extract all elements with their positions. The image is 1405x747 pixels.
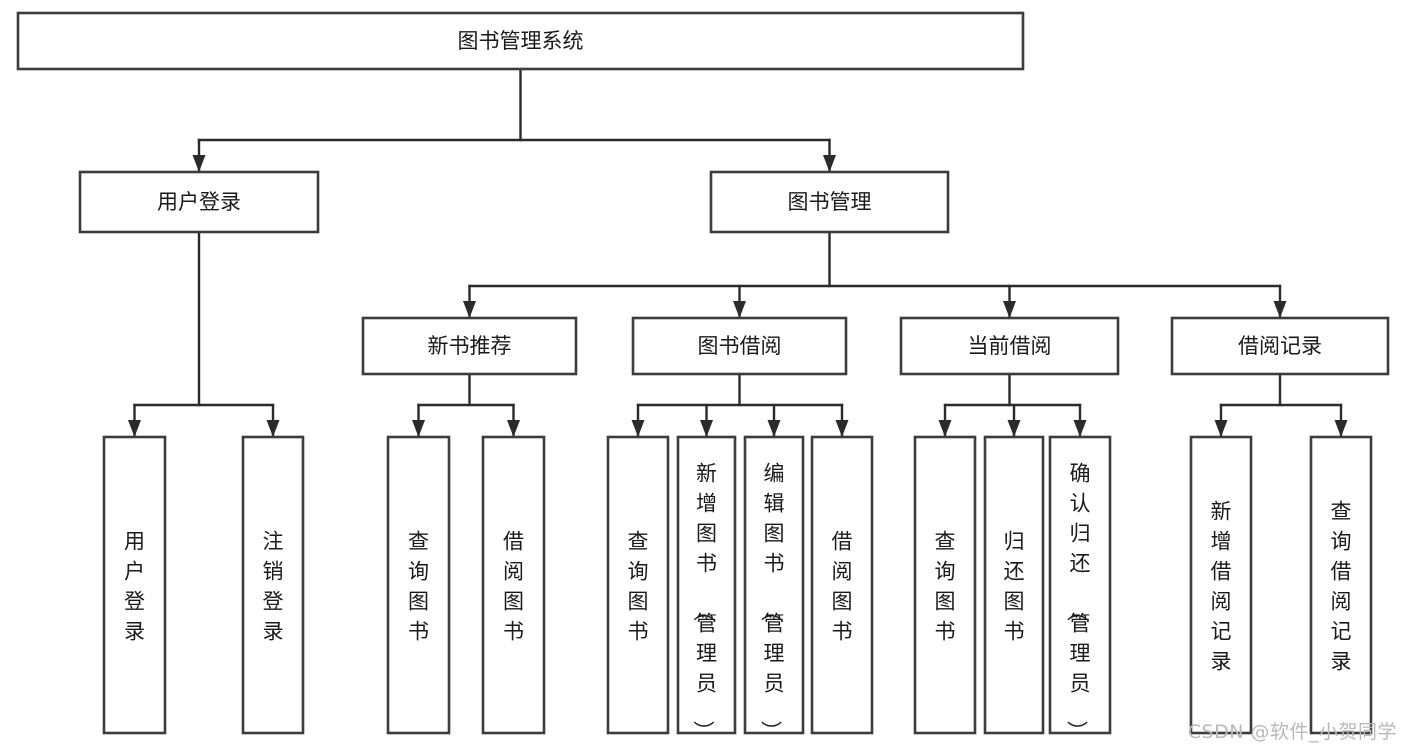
node-leaf-return-book[interactable]: 归还图书 — [983, 435, 1045, 735]
node-box[interactable] — [743, 435, 805, 735]
node-box[interactable] — [810, 435, 874, 735]
node-box[interactable] — [481, 435, 546, 735]
node-label: 图书借阅 — [698, 334, 782, 358]
node-box[interactable] — [78, 170, 320, 234]
edge-arrowhead — [1073, 420, 1087, 437]
edge-arrowhead — [266, 420, 280, 437]
node-box[interactable] — [631, 316, 848, 376]
node-leaf-query-book-3[interactable]: 查询图书 — [913, 435, 977, 735]
node-box[interactable] — [241, 435, 305, 735]
node-leaf-add-record[interactable]: 新增借阅记录 — [1189, 435, 1253, 735]
connector-group — [192, 67, 836, 174]
edge-arrowhead — [412, 420, 425, 437]
node-label: 注销登录 — [263, 529, 284, 643]
node-label: 借阅图书 — [832, 529, 853, 643]
node-leaf-query-book-1[interactable]: 查询图书 — [386, 435, 451, 735]
edge-arrowhead — [700, 420, 713, 437]
node-leaf-logout[interactable]: 注销登录 — [241, 435, 305, 735]
node-user-login[interactable]: 用户登录 — [78, 170, 320, 234]
node-label: 图书管理 — [788, 190, 872, 214]
node-label: 新增借阅记录 — [1211, 499, 1232, 673]
node-label: 借阅记录 — [1238, 334, 1322, 358]
node-label: 查询图书 — [935, 529, 956, 643]
connector-group — [631, 372, 849, 439]
node-label: 归还图书 — [1004, 529, 1025, 643]
node-box[interactable] — [1189, 435, 1253, 735]
node-current-borrow[interactable]: 当前借阅 — [899, 316, 1120, 376]
node-box[interactable] — [102, 435, 167, 735]
node-label: 用户登录 — [157, 190, 241, 214]
node-label: 当前借阅 — [968, 334, 1052, 358]
node-box[interactable] — [1048, 435, 1112, 735]
node-box[interactable] — [983, 435, 1045, 735]
node-leaf-edit-book[interactable]: 编辑图书（管理员） — [743, 435, 805, 741]
node-borrow-record[interactable]: 借阅记录 — [1170, 316, 1390, 376]
edge-arrowhead — [192, 155, 206, 172]
node-label: 查询图书 — [408, 529, 429, 643]
edge-arrowhead — [128, 420, 141, 437]
connector-group — [463, 230, 1287, 320]
connector-group — [938, 372, 1087, 439]
edge-arrowhead — [938, 420, 952, 437]
node-book-borrow[interactable]: 图书借阅 — [631, 316, 848, 376]
node-leaf-query-record[interactable]: 查询借阅记录 — [1309, 435, 1373, 735]
node-label: 编辑图书（管理员） — [759, 461, 785, 741]
node-label: 用户登录 — [124, 529, 145, 643]
edge-arrowhead — [823, 155, 836, 172]
connector-group — [412, 372, 520, 439]
csdn-watermark: CSDN @软件_小贺同学 — [1187, 721, 1397, 743]
node-label: 借阅图书 — [503, 529, 524, 643]
node-box[interactable] — [386, 435, 451, 735]
edge-arrowhead — [1273, 301, 1287, 318]
edge-arrowhead — [1003, 301, 1016, 318]
node-label: 新增图书（管理员） — [691, 461, 717, 741]
node-box[interactable] — [676, 435, 737, 735]
edge-arrowhead — [1007, 420, 1021, 437]
node-new-book-rec[interactable]: 新书推荐 — [361, 316, 578, 376]
node-label: 图书管理系统 — [458, 29, 584, 53]
node-box[interactable] — [606, 435, 670, 735]
node-box[interactable] — [1309, 435, 1373, 735]
node-book-manage[interactable]: 图书管理 — [709, 170, 950, 234]
node-box[interactable] — [709, 170, 950, 234]
node-box[interactable] — [16, 11, 1025, 71]
edge-arrowhead — [631, 420, 645, 437]
node-leaf-borrow-book-1[interactable]: 借阅图书 — [481, 435, 546, 735]
node-label: 查询图书 — [628, 529, 649, 643]
edge-arrowhead — [733, 301, 746, 318]
node-leaf-query-book-2[interactable]: 查询图书 — [606, 435, 670, 735]
node-leaf-user-login[interactable]: 用户登录 — [102, 435, 167, 735]
edge-arrowhead — [835, 420, 849, 437]
node-box[interactable] — [1170, 316, 1390, 376]
node-leaf-add-book[interactable]: 新增图书（管理员） — [676, 435, 737, 741]
node-leaf-borrow-book-2[interactable]: 借阅图书 — [810, 435, 874, 735]
edge-arrowhead — [463, 301, 476, 318]
connector-group — [128, 230, 280, 439]
node-box[interactable] — [899, 316, 1120, 376]
edge-arrowhead — [507, 420, 520, 437]
diagram-nodes-layer: 图书管理系统用户登录图书管理新书推荐图书借阅当前借阅借阅记录用户登录注销登录查询… — [16, 11, 1390, 741]
edge-arrowhead — [1334, 420, 1348, 437]
connector-group — [1214, 372, 1348, 439]
node-root[interactable]: 图书管理系统 — [16, 11, 1025, 71]
node-leaf-confirm-return[interactable]: 确认归还（管理员） — [1048, 435, 1112, 741]
node-box[interactable] — [361, 316, 578, 376]
edge-arrowhead — [767, 420, 781, 437]
node-label: 查询借阅记录 — [1331, 499, 1352, 673]
node-label: 新书推荐 — [428, 334, 512, 358]
edge-arrowhead — [1214, 420, 1228, 437]
connector-edges-layer — [128, 67, 1348, 439]
node-label: 确认归还（管理员） — [1065, 461, 1091, 741]
node-box[interactable] — [913, 435, 977, 735]
